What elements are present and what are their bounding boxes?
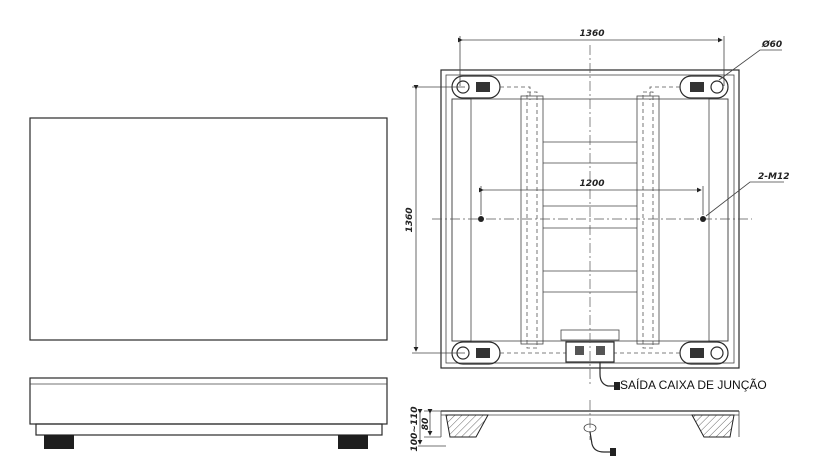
junction-box-label: SAÍDA CAIXA DE JUNÇÃO: [620, 377, 767, 392]
load-cell-top-right: [649, 75, 729, 100]
hole-left: [478, 216, 484, 222]
load-cell-top-left: [451, 75, 531, 100]
dim-height-range: 100~110: [410, 406, 420, 451]
side-view: [29, 377, 388, 449]
plan-view: [412, 36, 784, 390]
junction-box: [565, 341, 620, 390]
foot-right: [338, 435, 368, 449]
front-view: [29, 117, 388, 341]
hole-right: [700, 216, 706, 222]
foot-left: [44, 435, 74, 449]
dim-side-height: 1360: [405, 207, 415, 232]
dim-hole-spacing: 1200: [579, 179, 604, 189]
dim-holes: 2-M12: [758, 172, 789, 182]
dim-height: 80: [421, 418, 431, 431]
dim-top-width: 1360: [579, 29, 604, 39]
load-cell-bottom-right: [614, 341, 729, 365]
side-elevation: [417, 400, 740, 456]
dim-diameter: Ø60: [761, 39, 782, 50]
load-cell-bottom-left: [451, 341, 566, 365]
